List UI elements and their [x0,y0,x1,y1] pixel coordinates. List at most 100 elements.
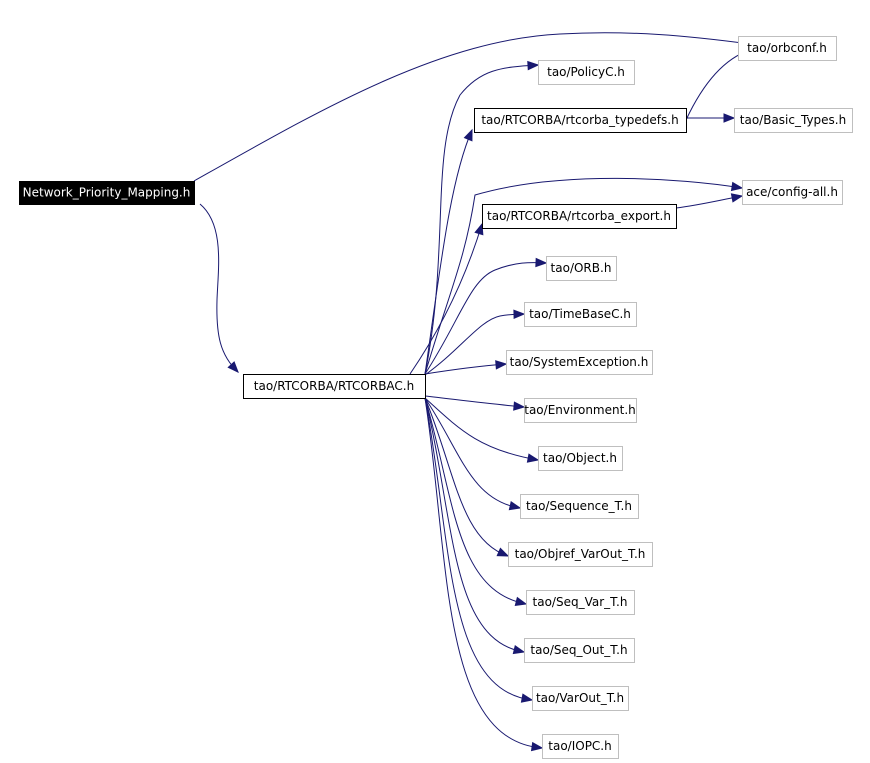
node-configall[interactable]: ace/config-all.h [742,180,843,205]
edge-line [424,397,525,653]
edge-line [424,397,543,749]
edge-typedefs-to-basictypes [686,113,736,123]
edge-arrowhead [512,644,526,655]
node-policyc[interactable]: tao/PolicyC.h [538,60,635,85]
node-orb[interactable]: tao/ORB.h [546,256,617,281]
node-label: tao/PolicyC.h [547,65,625,79]
node-box [526,590,635,615]
node-box [742,180,843,205]
node-box [524,638,635,663]
edge-arrowhead [474,222,484,236]
node-box [508,542,653,567]
node-box [538,446,623,471]
edge-line [424,395,525,408]
node-orbconf[interactable]: tao/orbconf.h [738,36,837,61]
edge-arrowhead [227,361,239,373]
node-label: tao/Sequence_T.h [526,499,632,513]
edge-arrowhead [513,309,526,320]
edge-line [424,262,547,375]
node-varout[interactable]: tao/VarOut_T.h [532,686,629,711]
edge-line [193,32,751,182]
node-sysexc[interactable]: tao/SystemException.h [506,350,653,375]
node-rtcorbac[interactable]: tao/RTCORBA/RTCORBAC.h [243,374,426,399]
edge-line [424,397,509,557]
node-env[interactable]: tao/Environment.h [524,398,637,423]
edge-rtcorbac-to-timebase [424,309,526,376]
edge-root-to-rtcorbac [199,203,239,373]
node-typedefs[interactable]: tao/RTCORBA/rtcorba_typedefs.h [474,108,687,133]
edge-rtcorbac-to-export [409,222,484,375]
edge-line [424,397,533,701]
edge-rtcorbac-to-varout [424,397,534,703]
edge-rtcorbac-to-orb [424,257,548,375]
edge-arrowhead [496,547,510,557]
edge-root-to-orbconf [193,32,752,182]
node-box [506,350,653,375]
node-box [19,181,195,205]
node-label: tao/Basic_Types.h [740,113,846,127]
edge-arrowhead [730,181,744,192]
edge-rtcorbac-to-seqt [424,397,522,511]
edge-arrowhead [463,128,473,142]
node-label: tao/RTCORBA/rtcorba_typedefs.h [481,113,678,127]
node-label: tao/Environment.h [524,403,636,417]
node-seqt[interactable]: tao/Sequence_T.h [520,494,639,519]
node-label: tao/RTCORBA/RTCORBAC.h [254,379,414,393]
edge-rtcorbac-to-sysexc [424,360,508,375]
node-label: tao/RTCORBA/rtcorba_export.h [487,209,671,223]
node-iopc[interactable]: tao/IOPC.h [542,734,619,759]
node-box [474,108,687,133]
node-label: tao/SystemException.h [510,355,649,369]
edge-arrowhead [723,113,736,123]
edge-line [424,397,521,509]
node-seqout[interactable]: tao/Seq_Out_T.h [524,638,635,663]
node-label: tao/VarOut_T.h [536,691,624,705]
edge-arrowhead [535,257,548,268]
node-object[interactable]: tao/Object.h [538,446,623,471]
node-box [524,398,637,423]
node-label: tao/Seq_Var_T.h [533,595,628,609]
node-label: tao/Objref_VarOut_T.h [515,547,646,561]
edge-rtcorbac-to-seqout [424,397,526,655]
node-export[interactable]: tao/RTCORBA/rtcorba_export.h [482,204,677,229]
node-objref[interactable]: tao/Objref_VarOut_T.h [508,542,653,567]
edge-line [199,203,239,373]
edges-layer [193,32,752,752]
node-label: tao/TimeBaseC.h [529,307,631,321]
edge-line [424,397,539,461]
node-box [738,36,837,61]
node-label: tao/orbconf.h [747,41,827,55]
node-label: tao/IOPC.h [548,739,611,753]
node-timebase[interactable]: tao/TimeBaseC.h [524,302,637,327]
node-box [546,256,617,281]
edge-rtcorbac-to-configall [424,177,744,375]
node-basictypes[interactable]: tao/Basic_Types.h [734,108,853,133]
node-box [243,374,426,399]
edge-arrowhead [514,596,528,606]
nodes-layer: Network_Priority_Mapping.h tao/RTCORBA/RT… [19,36,853,759]
node-label: ace/config-all.h [746,185,838,199]
edge-arrowhead [530,741,544,752]
node-box [482,204,677,229]
edge-arrowhead [526,453,540,463]
edge-rtcorbac-to-iopc [424,397,544,752]
node-root[interactable]: Network_Priority_Mapping.h [19,181,195,205]
edge-rtcorbac-to-typedefs [424,128,473,375]
node-box [524,302,637,327]
edge-arrowhead [513,401,526,411]
edge-export-to-configall [675,193,744,209]
edge-arrowhead [520,693,534,703]
edge-arrowhead [495,360,508,370]
node-label: Network_Priority_Mapping.h [23,186,191,200]
node-label: tao/Object.h [543,451,617,465]
edge-rtcorbac-to-env [424,395,526,411]
edge-line [424,177,743,375]
node-seqvar[interactable]: tao/Seq_Var_T.h [526,590,635,615]
edge-rtcorbac-to-policyc [424,60,540,375]
node-box [532,686,629,711]
node-box [542,734,619,759]
node-label: tao/Seq_Out_T.h [530,643,627,657]
node-box [734,108,853,133]
node-box [538,60,635,85]
